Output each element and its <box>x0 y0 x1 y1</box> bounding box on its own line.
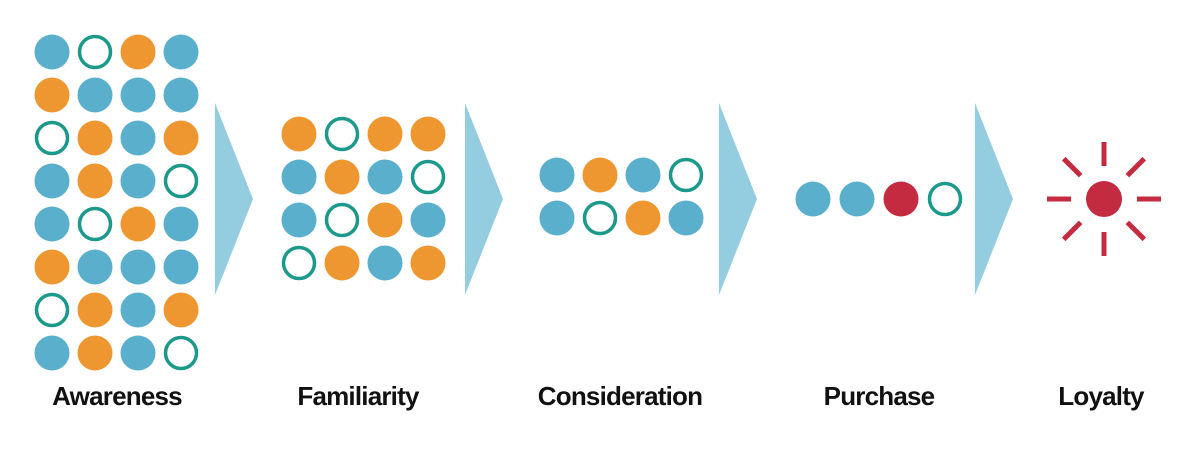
hollow-teal-dot <box>410 159 446 195</box>
orange-dot <box>77 163 113 199</box>
blue-dot <box>281 159 317 195</box>
blue-dot <box>120 163 156 199</box>
red-dot <box>883 181 919 217</box>
red-starburst-icon <box>1047 142 1161 256</box>
orange-dot <box>77 335 113 371</box>
stage-label-awareness: Awareness <box>52 381 182 411</box>
loyalty-icon-group <box>1047 142 1161 256</box>
hollow-teal-dot <box>34 292 70 328</box>
stage-arrows <box>215 103 1013 295</box>
orange-dot <box>77 120 113 156</box>
stage-arrow-icon <box>215 103 253 295</box>
blue-dot <box>539 157 575 193</box>
blue-dot <box>367 245 403 281</box>
starburst-ray <box>1125 156 1147 178</box>
stage-label-loyalty: Loyalty <box>1058 381 1145 411</box>
stage-label-familiarity: Familiarity <box>297 381 420 411</box>
blue-dot <box>34 335 70 371</box>
orange-dot <box>367 116 403 152</box>
blue-dot <box>668 200 704 236</box>
hollow-teal-dot <box>324 116 360 152</box>
hollow-teal-dot <box>668 157 704 193</box>
blue-dot <box>120 249 156 285</box>
blue-dot <box>281 202 317 238</box>
orange-dot <box>120 34 156 70</box>
orange-dot <box>34 249 70 285</box>
orange-dot <box>281 116 317 152</box>
starburst-center-dot <box>1086 181 1122 217</box>
blue-dot <box>367 159 403 195</box>
blue-dot <box>163 249 199 285</box>
hollow-teal-dot <box>77 206 113 242</box>
orange-dot <box>163 292 199 328</box>
blue-dot <box>795 181 831 217</box>
orange-dot <box>582 157 618 193</box>
blue-dot <box>625 157 661 193</box>
orange-dot <box>410 116 446 152</box>
orange-dot <box>34 77 70 113</box>
blue-dot <box>120 120 156 156</box>
hollow-teal-dot <box>927 181 963 217</box>
hollow-teal-dot <box>582 200 618 236</box>
orange-dot <box>324 245 360 281</box>
orange-dot <box>410 245 446 281</box>
orange-dot <box>163 120 199 156</box>
stage-label-consideration: Consideration <box>538 381 702 411</box>
dot-grids <box>34 34 963 371</box>
blue-dot <box>410 202 446 238</box>
starburst-ray <box>1125 220 1147 242</box>
hollow-teal-dot <box>324 202 360 238</box>
hollow-teal-dot <box>77 34 113 70</box>
blue-dot <box>163 206 199 242</box>
blue-dot <box>34 163 70 199</box>
blue-dot <box>539 200 575 236</box>
stage-arrow-icon <box>465 103 503 295</box>
orange-dot <box>120 206 156 242</box>
blue-dot <box>120 292 156 328</box>
blue-dot <box>34 34 70 70</box>
hollow-teal-dot <box>281 245 317 281</box>
orange-dot <box>77 292 113 328</box>
blue-dot <box>163 34 199 70</box>
blue-dot <box>77 249 113 285</box>
starburst-ray <box>1061 156 1083 178</box>
hollow-teal-dot <box>163 335 199 371</box>
blue-dot <box>839 181 875 217</box>
orange-dot <box>625 200 661 236</box>
blue-dot <box>163 77 199 113</box>
starburst-ray <box>1061 220 1083 242</box>
stage-arrow-icon <box>975 103 1013 295</box>
blue-dot <box>34 206 70 242</box>
blue-dot <box>120 335 156 371</box>
hollow-teal-dot <box>34 120 70 156</box>
stage-arrow-icon <box>719 103 757 295</box>
orange-dot <box>324 159 360 195</box>
hollow-teal-dot <box>163 163 199 199</box>
blue-dot <box>120 77 156 113</box>
blue-dot <box>77 77 113 113</box>
stage-label-purchase: Purchase <box>824 381 935 411</box>
orange-dot <box>367 202 403 238</box>
